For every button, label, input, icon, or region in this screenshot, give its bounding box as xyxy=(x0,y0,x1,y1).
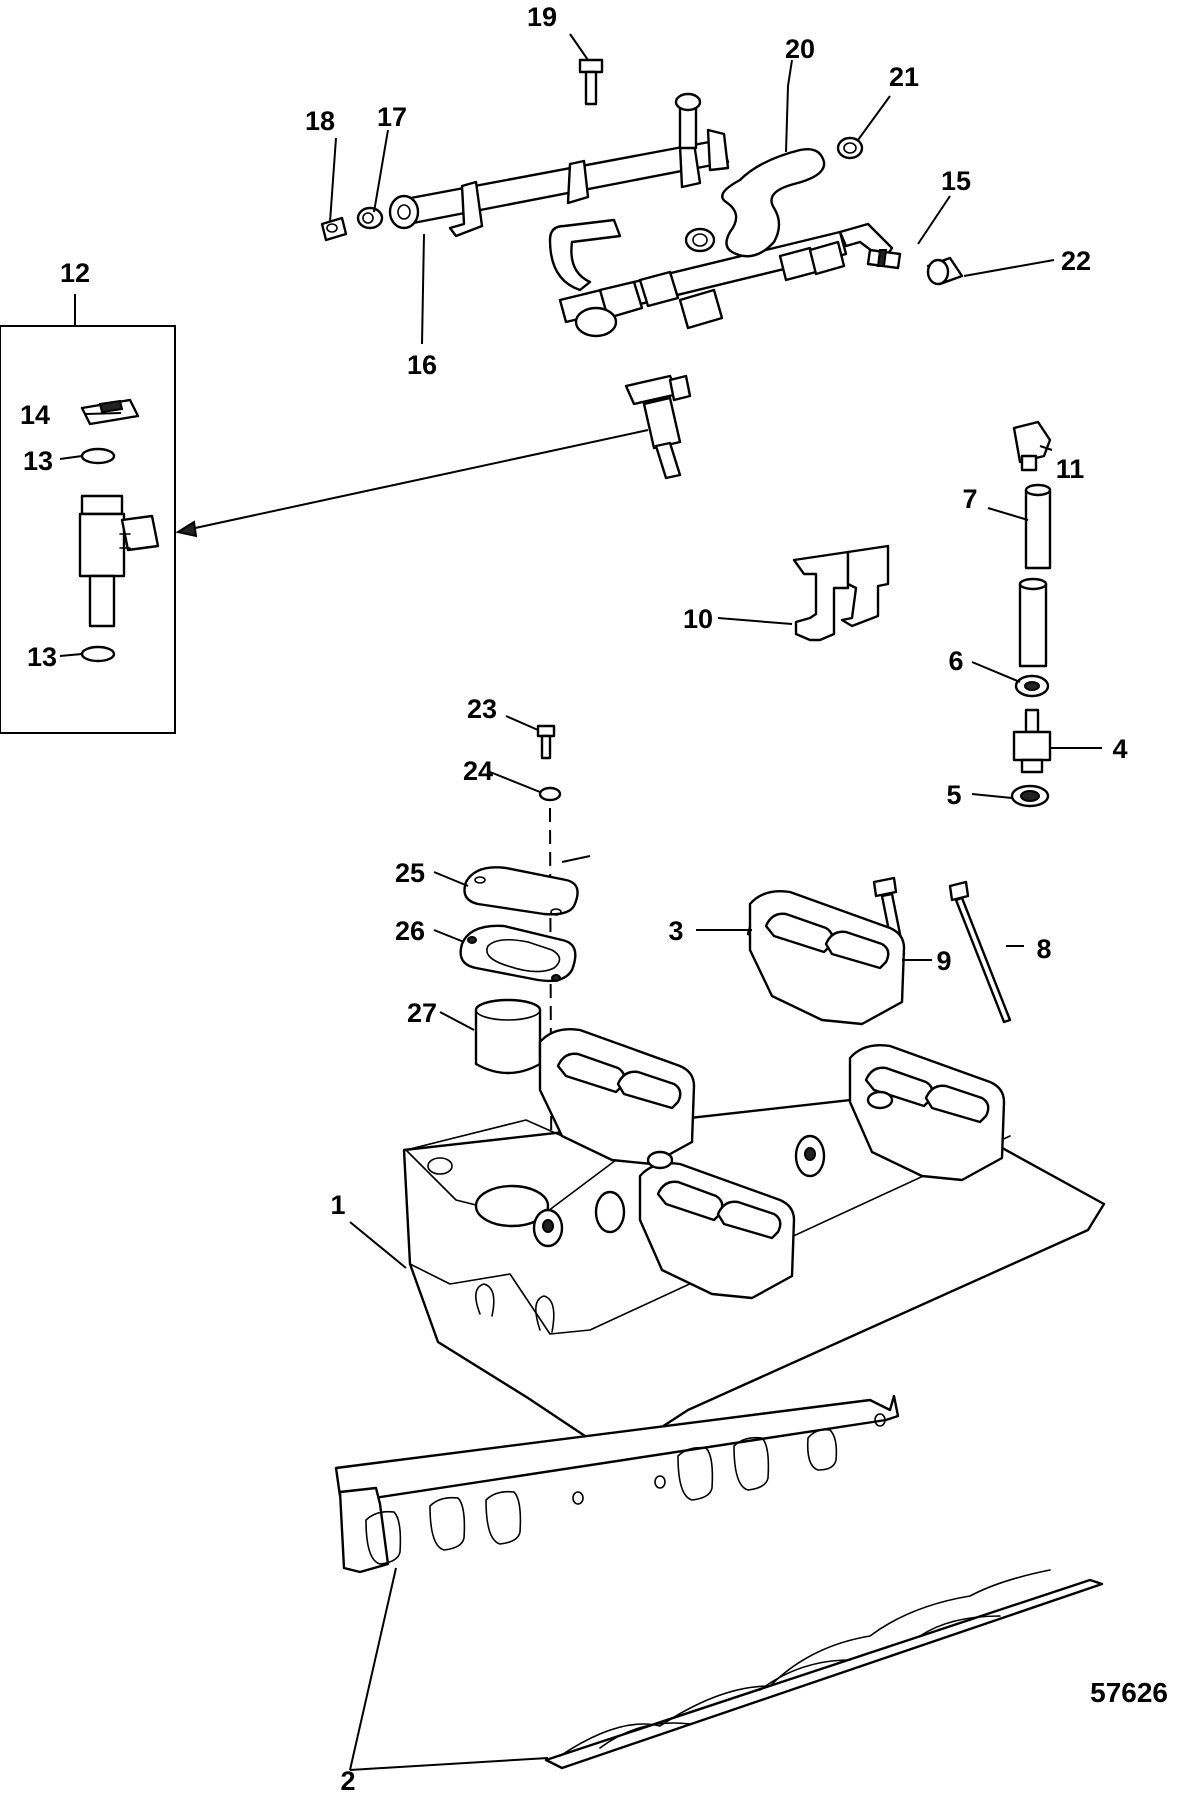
grommet-5 xyxy=(1010,784,1050,808)
o-ring-13-lower xyxy=(80,645,116,663)
callout-20: 20 xyxy=(785,34,815,64)
intake-manifold xyxy=(402,890,1106,1440)
hose-clamp-center xyxy=(684,227,716,253)
hose-7 xyxy=(1018,483,1052,668)
callout-10: 10 xyxy=(683,604,713,634)
bolt-19 xyxy=(578,58,604,106)
callout-labels: 19 20 21 18 17 15 22 12 16 14 13 13 11 7… xyxy=(20,2,1168,1794)
washer-24 xyxy=(538,786,562,802)
callout-12: 12 xyxy=(60,258,90,288)
callout-1: 1 xyxy=(330,1190,345,1220)
callout-22: 22 xyxy=(1061,246,1091,276)
bolt-23 xyxy=(536,724,556,760)
clip-14 xyxy=(80,398,140,426)
callout-13-upper: 13 xyxy=(23,446,53,476)
fuel-hose-20 xyxy=(721,148,826,258)
callout-19: 19 xyxy=(527,2,557,32)
callout-16: 16 xyxy=(407,350,437,380)
callout-13-lower: 13 xyxy=(27,642,57,672)
callout-26: 26 xyxy=(395,916,425,946)
elbow-11 xyxy=(1012,420,1052,472)
hose-clamp-21 xyxy=(836,136,864,160)
callout-3: 3 xyxy=(668,916,683,946)
callout-2: 2 xyxy=(340,1766,355,1794)
stud-8 xyxy=(948,880,1012,1024)
callout-6: 6 xyxy=(948,646,963,676)
callout-14: 14 xyxy=(20,400,50,430)
o-ring-13-upper xyxy=(80,447,116,465)
leader-lines xyxy=(59,33,1102,1771)
callout-4: 4 xyxy=(1112,734,1127,764)
callout-18: 18 xyxy=(305,106,335,136)
cap-18 xyxy=(320,216,348,242)
manifold-gasket-lower xyxy=(544,1569,1104,1770)
fuel-rail-front xyxy=(548,218,902,338)
pcv-valve-4 xyxy=(1012,708,1052,774)
fitting-22 xyxy=(926,256,964,286)
grommet-6 xyxy=(1014,674,1050,698)
callout-7: 7 xyxy=(962,484,977,514)
fuel-injector-detail xyxy=(78,494,160,628)
callout-15: 15 xyxy=(941,166,971,196)
spacer-27 xyxy=(474,998,542,1075)
figure-number: 57626 xyxy=(1090,1677,1168,1708)
callout-5: 5 xyxy=(946,780,961,810)
callout-8: 8 xyxy=(1036,934,1051,964)
callout-23: 23 xyxy=(467,694,497,724)
callout-11: 11 xyxy=(1056,454,1085,484)
callout-24: 24 xyxy=(463,756,493,786)
callout-25: 25 xyxy=(395,858,425,888)
callout-27: 27 xyxy=(407,998,437,1028)
fuel-rail-rear xyxy=(388,92,730,238)
injector-detail-box xyxy=(0,294,176,734)
callout-17: 17 xyxy=(377,102,407,132)
callout-21: 21 xyxy=(889,62,919,92)
cover-plate-25 xyxy=(463,866,579,916)
fuel-injector-upper xyxy=(624,374,692,480)
callout-9: 9 xyxy=(936,946,951,976)
gasket-26 xyxy=(459,924,577,983)
manifold-gasket-upper xyxy=(334,1394,900,1574)
bracket-10 xyxy=(792,544,890,642)
cap-17 xyxy=(356,206,384,230)
